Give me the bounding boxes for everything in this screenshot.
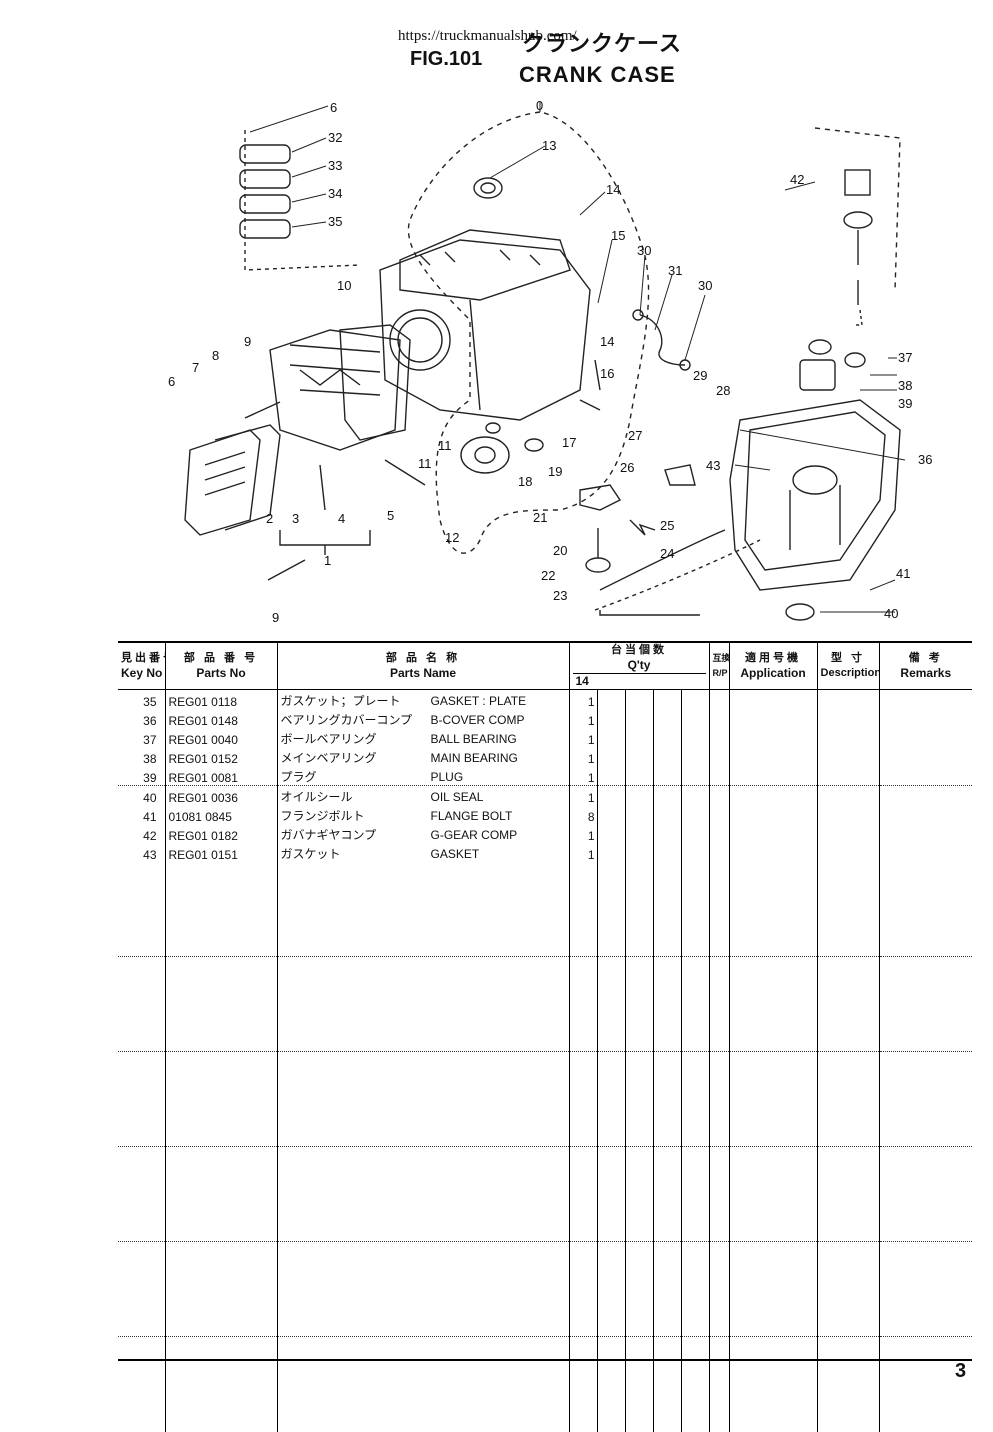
callout-28: 28	[716, 383, 730, 398]
head-cover	[185, 430, 260, 535]
oil-pipe	[640, 315, 685, 365]
callout-36: 36	[918, 452, 932, 467]
callout-18: 18	[518, 474, 532, 489]
callout-33: 33	[328, 158, 342, 173]
callout-22: 22	[541, 568, 555, 583]
col-key-no: 見出番号Key No	[118, 642, 165, 690]
callout-12: 12	[445, 530, 459, 545]
callout-35: 35	[328, 214, 342, 229]
figure-label: FIG.101	[410, 48, 482, 71]
callout-31: 31	[668, 263, 682, 278]
callout-32: 32	[328, 130, 342, 145]
callout-38: 38	[898, 378, 912, 393]
callout-25: 25	[660, 518, 674, 533]
exploded-parts-diagram: 0 1 2 3 4 5 6 6 7 8 9 9 10 11 11 12 13 1…	[0, 90, 993, 630]
governor-holder	[580, 485, 620, 510]
bolt-9-lower	[268, 560, 305, 580]
callout-0: 0	[536, 98, 543, 113]
callout-26: 26	[620, 460, 634, 475]
callout-23: 23	[553, 588, 567, 603]
col-rp: 互換性R/P	[709, 642, 729, 690]
callout-34: 34	[328, 186, 342, 201]
callout-4: 4	[338, 511, 345, 526]
callout-16: 16	[600, 366, 614, 381]
title-japanese: クランクケース	[522, 26, 682, 58]
callout-17: 17	[562, 435, 576, 450]
callout-20: 20	[553, 543, 567, 558]
callout-30: 30	[637, 243, 651, 258]
oil-seal-13	[474, 178, 502, 198]
plate-32	[240, 145, 290, 163]
table-empty-row	[118, 1052, 972, 1147]
plate-35	[240, 220, 290, 238]
callout-39: 39	[898, 396, 912, 411]
callout-6b: 6	[168, 374, 175, 389]
callout-11: 11	[438, 438, 452, 453]
bolt-9-upper	[245, 402, 280, 418]
table-empty-row	[118, 1337, 972, 1432]
table-empty-row	[118, 1242, 972, 1337]
table-empty-row	[118, 1147, 972, 1242]
bearing-12	[461, 437, 509, 473]
callout-43: 43	[706, 458, 720, 473]
callout-10: 10	[337, 278, 351, 293]
callout-9b: 9	[272, 610, 279, 625]
callout-11b: 11	[418, 456, 432, 471]
callout-7: 7	[192, 360, 199, 375]
callout-3: 3	[292, 511, 299, 526]
callout-15: 15	[611, 228, 625, 243]
callout-13: 13	[542, 138, 556, 153]
crankcase-body	[380, 240, 590, 420]
callout-14: 14	[606, 182, 620, 197]
callout-2: 2	[266, 511, 273, 526]
callout-24: 24	[660, 546, 674, 561]
callout-41: 41	[896, 566, 910, 581]
callout-30b: 30	[698, 278, 712, 293]
callout-21: 21	[533, 510, 547, 525]
callout-9: 9	[244, 334, 251, 349]
callout-14b: 14	[600, 334, 614, 349]
callout-19: 19	[548, 464, 562, 479]
plate-34	[240, 195, 290, 213]
col-qty: 台当個数 Q'ty 14	[569, 642, 709, 690]
table-empty-row	[118, 862, 972, 957]
callout-37: 37	[898, 350, 912, 365]
callout-6: 6	[330, 100, 337, 115]
table-bottom-rule	[118, 1359, 972, 1361]
governor-lever	[665, 465, 695, 485]
title-english: CRANK CASE	[519, 62, 676, 88]
page-number: 3	[955, 1360, 966, 1383]
callout-42: 42	[790, 172, 804, 187]
callout-1: 1	[324, 553, 331, 568]
table-empty-row	[118, 957, 972, 1052]
callout-8: 8	[212, 348, 219, 363]
callout-40: 40	[884, 606, 898, 621]
callout-27: 27	[628, 428, 642, 443]
plate-33	[240, 170, 290, 188]
callout-29: 29	[693, 368, 707, 383]
governor-gear	[845, 170, 870, 195]
callout-5: 5	[387, 508, 394, 523]
